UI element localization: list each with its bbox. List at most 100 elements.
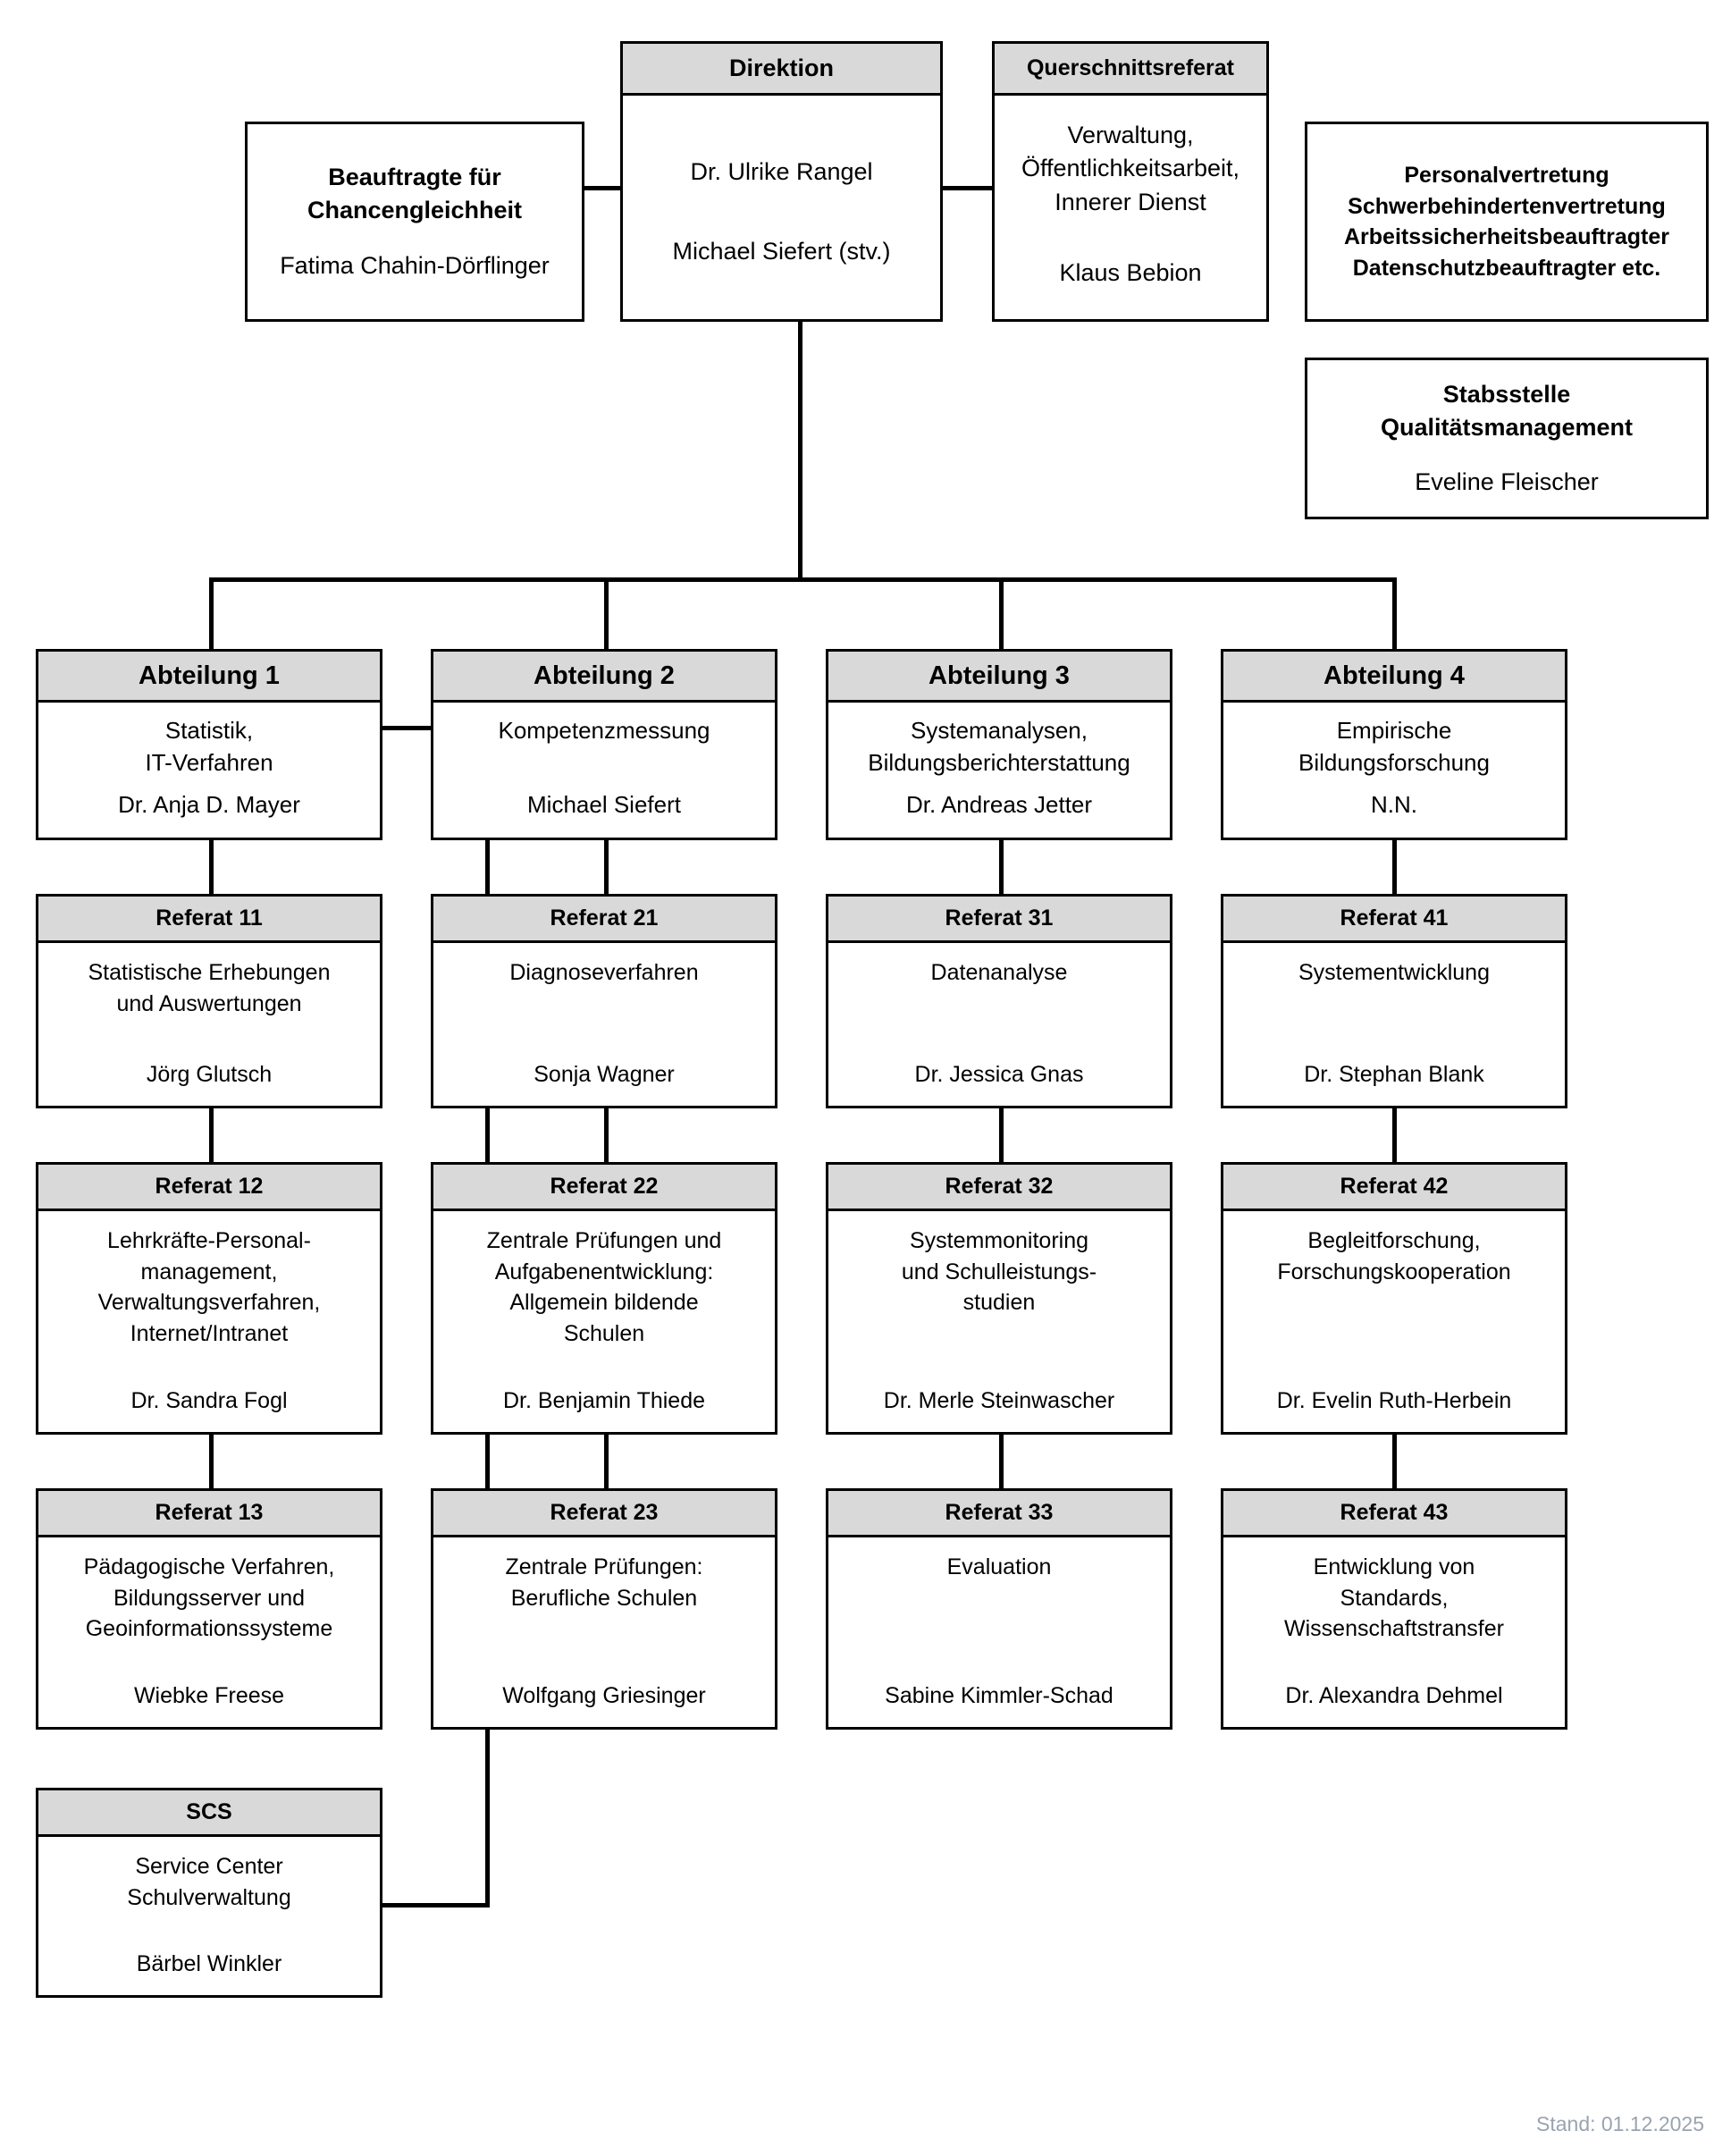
chancengleichheit-title-line-2: Chancengleichheit — [307, 197, 523, 224]
referat-42-task-line-2: Forschungskooperation — [1277, 1259, 1511, 1284]
abteilung-3-person: Dr. Andreas Jetter — [905, 791, 1093, 819]
box-referat-13[interactable]: Referat 13 Pädagogische Verfahren, Bildu… — [36, 1488, 382, 1730]
referat-32-task-line-1: Systemmonitoring — [909, 1228, 1089, 1253]
referat-11-task-line-2: und Auswertungen — [116, 990, 302, 1016]
referat-32-person: Dr. Merle Steinwascher — [883, 1387, 1115, 1413]
scs-task-line-2: Schulverwaltung — [127, 1884, 291, 1910]
connector-ref21-ref22 — [604, 1107, 609, 1162]
connector-abt1-ref11 — [209, 838, 214, 894]
box-referat-12[interactable]: Referat 12 Lehrkräfte-Personal- manageme… — [36, 1162, 382, 1435]
box-stabsstelle-qualitaetsmanagement[interactable]: Stabsstelle Qualitätsmanagement Eveline … — [1305, 358, 1709, 519]
querschnittsreferat-task-line-3: Innerer Dienst — [1055, 188, 1206, 215]
connector-drop-abteilung-1 — [209, 577, 214, 649]
referat-21-task-line-1: Diagnoseverfahren — [509, 960, 699, 985]
connector-ref11-ref12 — [209, 1107, 214, 1162]
referat-43-person: Dr. Alexandra Dehmel — [1285, 1682, 1503, 1708]
box-abteilung-3[interactable]: Abteilung 3 Systemanalysen, Bildungsberi… — [826, 649, 1172, 840]
box-referat-21[interactable]: Referat 21 Diagnoseverfahren Sonja Wagne… — [431, 894, 777, 1108]
referat-12-task-line-4: Internet/Intranet — [130, 1320, 289, 1346]
referat-42-person: Dr. Evelin Ruth-Herbein — [1276, 1387, 1512, 1413]
box-querschnittsreferat[interactable]: Querschnittsreferat Verwaltung, Öffentli… — [992, 41, 1269, 322]
referat-33-person: Sabine Kimmler-Schad — [885, 1682, 1113, 1708]
abteilung-2-task-line-1: Kompetenzmessung — [498, 717, 710, 744]
box-abteilung-1[interactable]: Abteilung 1 Statistik, IT-Verfahren Dr. … — [36, 649, 382, 840]
footer-stand-date: Stand: 01.12.2025 — [1536, 2112, 1704, 2135]
connector-ref32-ref33 — [999, 1433, 1004, 1488]
abteilung-4-header: Abteilung 4 — [1223, 652, 1565, 703]
box-referat-22[interactable]: Referat 22 Zentrale Prüfungen und Aufgab… — [431, 1162, 777, 1435]
abteilung-4-person: N.N. — [1371, 791, 1417, 819]
referat-33-task-line-1: Evaluation — [946, 1554, 1052, 1579]
direktion-person-1: Dr. Ulrike Rangel — [690, 157, 873, 185]
box-scs[interactable]: SCS Service Center Schulverwaltung Bärbe… — [36, 1788, 382, 1998]
referat-22-task-line-2: Aufgabenentwicklung: — [494, 1259, 714, 1284]
abteilung-3-header: Abteilung 3 — [828, 652, 1170, 703]
referat-23-person: Wolfgang Griesinger — [502, 1682, 706, 1708]
vertretungen-line-3: Arbeitssicherheitsbeauftragter — [1343, 224, 1669, 249]
box-referat-32[interactable]: Referat 32 Systemmonitoring und Schullei… — [826, 1162, 1172, 1435]
scs-header: SCS — [38, 1790, 380, 1837]
referat-12-header: Referat 12 — [38, 1165, 380, 1211]
connector-abteilung-bus — [209, 577, 1395, 582]
chancengleichheit-title-line-1: Beauftragte für — [328, 164, 501, 191]
box-referat-23[interactable]: Referat 23 Zentrale Prüfungen: Beruflich… — [431, 1488, 777, 1730]
referat-22-task-line-1: Zentrale Prüfungen und — [486, 1228, 722, 1253]
connector-ref22-ref23 — [604, 1433, 609, 1488]
box-vertretungen[interactable]: Personalvertretung Schwerbehindertenvert… — [1305, 122, 1709, 322]
connector-ref31-ref32 — [999, 1107, 1004, 1162]
connector-abt1-scs-bottom — [379, 1903, 490, 1908]
referat-32-task-line-3: studien — [962, 1290, 1036, 1315]
referat-32-header: Referat 32 — [828, 1165, 1170, 1211]
connector-direktion-querschnittsreferat — [940, 186, 992, 190]
abteilung-1-person: Dr. Anja D. Mayer — [118, 791, 300, 819]
box-abteilung-2[interactable]: Abteilung 2 Kompetenzmessung Michael Sie… — [431, 649, 777, 840]
stabsstelle-title-line-2: Qualitätsmanagement — [1380, 413, 1634, 441]
referat-11-person: Jörg Glutsch — [146, 1061, 273, 1087]
connector-chancengleichheit-direktion — [583, 186, 624, 190]
referat-33-header: Referat 33 — [828, 1491, 1170, 1537]
chancengleichheit-person: Fatima Chahin-Dörflinger — [280, 251, 550, 279]
box-referat-31[interactable]: Referat 31 Datenanalyse Dr. Jessica Gnas — [826, 894, 1172, 1108]
box-referat-43[interactable]: Referat 43 Entwicklung von Standards, Wi… — [1221, 1488, 1567, 1730]
direktion-person-2: Michael Siefert (stv.) — [672, 238, 891, 265]
box-referat-42[interactable]: Referat 42 Begleitforschung, Forschungsk… — [1221, 1162, 1567, 1435]
connector-drop-abteilung-2 — [604, 577, 609, 649]
referat-31-task-line-1: Datenanalyse — [930, 960, 1068, 985]
referat-22-task-line-3: Allgemein bildende — [509, 1290, 699, 1315]
connector-ref12-ref13 — [209, 1433, 214, 1488]
box-direktion[interactable]: Direktion Dr. Ulrike Rangel Michael Sief… — [620, 41, 943, 322]
box-referat-11[interactable]: Referat 11 Statistische Erhebungen und A… — [36, 894, 382, 1108]
querschnittsreferat-header: Querschnittsreferat — [995, 44, 1266, 96]
connector-abt2-ref21 — [604, 838, 609, 894]
referat-12-person: Dr. Sandra Fogl — [130, 1387, 288, 1413]
referat-43-header: Referat 43 — [1223, 1491, 1565, 1537]
referat-43-task-line-2: Standards, — [1340, 1585, 1449, 1611]
direktion-header: Direktion — [623, 44, 940, 96]
box-abteilung-4[interactable]: Abteilung 4 Empirische Bildungsforschung… — [1221, 649, 1567, 840]
referat-42-header: Referat 42 — [1223, 1165, 1565, 1211]
referat-32-task-line-2: und Schulleistungs- — [901, 1259, 1097, 1284]
referat-22-person: Dr. Benjamin Thiede — [502, 1387, 706, 1413]
box-beauftragte-chancengleichheit[interactable]: Beauftragte für Chancengleichheit Fatima… — [245, 122, 584, 322]
referat-13-person: Wiebke Freese — [133, 1682, 285, 1708]
referat-12-task-line-1: Lehrkräfte-Personal- — [107, 1228, 311, 1253]
referat-13-header: Referat 13 — [38, 1491, 380, 1537]
referat-21-person: Sonja Wagner — [534, 1061, 675, 1087]
connector-ref42-ref43 — [1392, 1433, 1397, 1488]
connector-abt3-ref31 — [999, 838, 1004, 894]
referat-31-person: Dr. Jessica Gnas — [914, 1061, 1084, 1087]
abteilung-1-task-line-2: IT-Verfahren — [145, 748, 273, 776]
querschnittsreferat-task-line-2: Öffentlichkeitsarbeit, — [1021, 155, 1240, 182]
referat-43-task-line-3: Wissenschaftstransfer — [1284, 1616, 1504, 1641]
abteilung-2-person: Michael Siefert — [527, 791, 681, 819]
referat-13-task-line-3: Geoinformationssysteme — [85, 1616, 333, 1641]
referat-12-task-line-3: Verwaltungsverfahren, — [97, 1290, 321, 1315]
referat-41-header: Referat 41 — [1223, 897, 1565, 943]
box-referat-41[interactable]: Referat 41 Systementwicklung Dr. Stephan… — [1221, 894, 1567, 1108]
referat-13-task-line-1: Pädagogische Verfahren, — [83, 1554, 335, 1579]
abteilung-1-task-line-1: Statistik, — [164, 717, 254, 744]
abteilung-1-header: Abteilung 1 — [38, 652, 380, 703]
box-referat-33[interactable]: Referat 33 Evaluation Sabine Kimmler-Sch… — [826, 1488, 1172, 1730]
referat-11-task-line-1: Statistische Erhebungen — [88, 960, 331, 985]
